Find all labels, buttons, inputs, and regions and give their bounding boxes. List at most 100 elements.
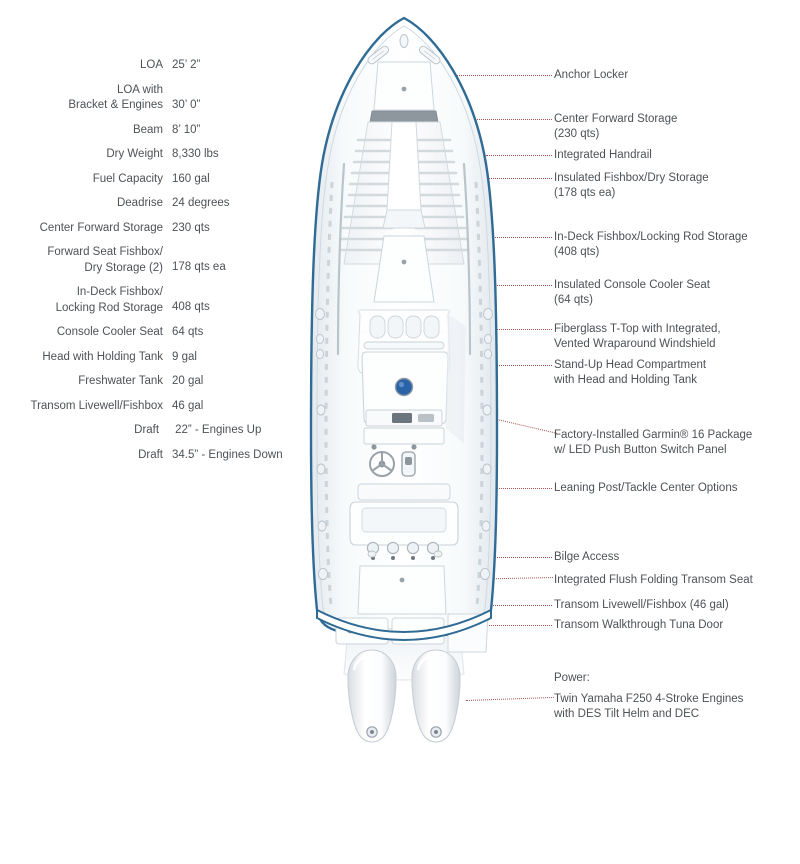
spec-label: Freshwater Tank [78,375,163,387]
spec-row: Deadrise 24 degrees [0,196,300,212]
spec-value: 20 gal [172,375,204,387]
spec-value: 30’ 0” [172,98,201,111]
spec-row: Freshwater Tank 20 gal [0,374,300,390]
rocket-launcher-rod-holders [366,541,440,555]
spec-label: Dry Weight [106,148,163,160]
callout-transom-seat: Integrated Flush Folding Transom Seat [554,574,753,586]
console-knob-right [411,444,417,450]
callout-in-deck-fishbox: In-Deck Fishbox/Locking Rod Storage (408… [554,231,748,258]
callout-tuna-door: Transom Walkthrough Tuna Door [554,619,724,631]
spec-row: Transom Livewell/Fishbox 46 gal [0,399,300,415]
spec-value: 46 gal [172,399,204,412]
bow-cleat-port [367,45,389,65]
in-deck-fishbox-latch [401,259,407,265]
garmin-display-icon [394,377,414,397]
spec-value: 22” - Engines Up [175,424,262,436]
spec-label: Draft [134,424,160,436]
gunwale-track-port [324,181,334,607]
vented-windshield [369,315,440,339]
spec-row: In-Deck Fishbox/ Locking Rod Storage 408… [0,285,300,316]
spec-label: Deadrise [116,197,163,209]
spec-value: 25’ 2” [172,59,201,71]
console-lower-panel [363,427,445,445]
spec-value: 34.5” - Engines Down [172,448,283,461]
spec-row: Console Cooler Seat 64 qts [0,325,300,341]
callout-integrated-handrail: Integrated Handrail [554,149,652,161]
engine-port [347,649,397,743]
callout-engines: Twin Yamaha F250 4-Stroke Engines with D… [554,693,744,720]
callout-console-cooler-seat: Insulated Console Cooler Seat (64 qts) [554,279,710,306]
spec-row: LOA with Bracket & Engines 30’ 0” [0,83,300,114]
windshield-rail [363,341,445,350]
console-knob-left [371,444,377,450]
bilge-access-hatch [357,565,447,615]
leader-line-leaning-post [450,488,552,489]
spec-row: Forward Seat Fishbox/ Dry Storage (2) 17… [0,245,300,276]
callout-bilge-access: Bilge Access [554,551,620,563]
callout-leaning-post: Leaning Post/Tackle Center Options [554,482,738,494]
spec-row: Fuel Capacity 160 gal [0,172,300,188]
leader-line-integrated-handrail [486,155,552,156]
gunwale-fittings-port [315,307,329,581]
callout-t-top: Fiberglass T-Top with Integrated, Vented… [554,323,721,350]
spec-label: Transom Livewell/Fishbox [30,399,163,412]
callout-anchor-locker: Anchor Locker [554,69,629,81]
console-shadow [446,314,466,444]
spec-row: LOA 25’ 2” [0,58,300,74]
spec-row: Head with Holding Tank 9 gal [0,350,300,366]
boat-illustration [288,14,520,774]
transom-cap [316,608,492,641]
leader-line-tuna-door [458,625,552,626]
spec-label: Center Forward Storage [39,221,163,234]
spec-value: 8,330 lbs [172,148,219,160]
spec-value: 9 gal [172,350,197,363]
spec-label: Fuel Capacity [92,172,163,185]
bow-eye-icon [399,34,409,48]
spec-value: 178 qts ea [172,261,226,273]
callout-garmin-package: Factory-Installed Garmin® 16 Package w/ … [554,429,753,456]
spec-row: Draft 34.5” - Engines Down [0,448,300,464]
spec-label: In-Deck Fishbox/ Locking Rod Storage [55,286,163,314]
forward-seat-cushion [369,110,439,123]
spec-value: 160 gal [172,172,210,185]
spec-value: 24 degrees [172,197,230,209]
leaning-post-backrest [357,483,451,501]
callout-power-heading: Power: [554,672,590,684]
engine-starboard [411,649,461,743]
integrated-handrail-port [336,162,346,356]
leader-line-anchor-locker [416,75,552,76]
aft-deck-fittings [367,550,443,558]
center-forward-storage-hatch [386,121,422,211]
spec-value: 8’ 10” [172,123,201,136]
spec-row: Center Forward Storage 230 qts [0,221,300,237]
spec-row: Draft 22” - Engines Up [0,423,300,439]
throttle-control-icon [401,451,416,477]
leader-line-center-forward-storage [424,119,552,120]
spec-label: Head with Holding Tank [42,350,163,363]
in-deck-fishbox-hatch [373,235,435,303]
anchor-locker-hatch [373,61,435,111]
garmin-chartplotter-screen [392,413,412,423]
spec-row: Beam 8’ 10” [0,123,300,139]
gunwale-track-starboard [474,181,484,607]
callout-head-compartment: Stand-Up Head Compartment with Head and … [554,359,707,386]
leaning-post-cushion [361,507,447,533]
callout-center-forward-storage: Center Forward Storage (230 qts) [554,113,678,140]
led-switch-panel [418,414,434,422]
steering-wheel-icon [369,451,395,477]
spec-label: LOA with Bracket & Engines [68,83,163,112]
bow-cleat-starboard [419,45,441,65]
leader-line-insulated-fishbox [430,178,552,179]
spec-label: Forward Seat Fishbox/ Dry Storage (2) [47,246,163,274]
specification-table: LOA 25’ 2” LOA with Bracket & Engines 30… [0,58,300,472]
spec-value: 64 qts [172,326,204,338]
spec-label: LOA [139,59,163,71]
spec-value: 408 qts [172,301,210,313]
gunwale-fittings-starboard [479,307,493,581]
spec-label: Draft [138,448,163,461]
callout-insulated-fishbox: Insulated Fishbox/Dry Storage (178 qts e… [554,172,709,199]
forward-step [382,209,426,229]
leader-line-head-compartment [446,365,552,366]
callout-transom-livewell: Transom Livewell/Fishbox (46 gal) [554,599,729,611]
